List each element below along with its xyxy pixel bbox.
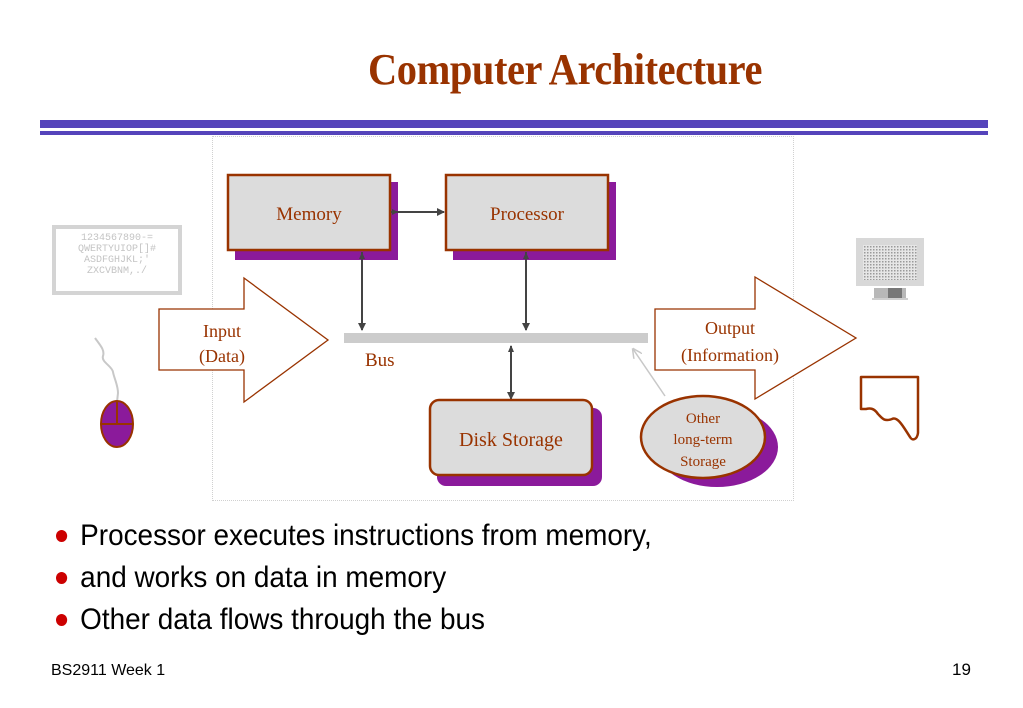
storage-bus-arrow xyxy=(633,349,666,397)
page-number: 19 xyxy=(952,660,971,679)
processor-label: Processor xyxy=(490,204,565,225)
other-storage-line: Storage xyxy=(680,454,726,470)
bullet-text: Other data flows through the bus xyxy=(80,603,485,636)
keyboard-icon: 1234567890-= QWERTYUIOP[]# ASDFGHJKL;' Z… xyxy=(52,225,182,295)
printer-paper-icon xyxy=(859,375,920,441)
output-sublabel: (Information) xyxy=(681,345,779,366)
output-arrow: Output (Information) xyxy=(654,275,858,401)
keyboard-row: ASDFGHJKL;' xyxy=(83,255,150,266)
keyboard-row: 1234567890-= xyxy=(80,233,153,244)
mouse-icon xyxy=(94,337,134,448)
bullet-text: and works on data in memory xyxy=(80,561,447,594)
arrowhead xyxy=(392,209,398,215)
memory-node: Memory xyxy=(226,173,398,260)
bullet-icon xyxy=(56,572,68,584)
bullet-text: Processor executes instructions from mem… xyxy=(80,519,652,552)
title-rule-thick xyxy=(40,120,988,128)
arrowhead xyxy=(523,252,529,259)
bullet-icon xyxy=(56,614,68,626)
input-arrow: Input (Data) xyxy=(158,276,330,404)
other-storage-line: long-term xyxy=(673,432,732,448)
bullet-icon xyxy=(56,530,68,542)
input-label: Input xyxy=(203,321,241,341)
memory-label: Memory xyxy=(276,204,342,225)
footer-course-label: BS2911 Week 1 xyxy=(51,662,166,679)
arrowhead xyxy=(508,345,514,352)
other-storage-node: Other long-term Storage xyxy=(639,394,778,487)
output-label: Output xyxy=(705,318,755,338)
bullet-list: Processor executes instructions from mem… xyxy=(56,515,652,641)
title-rule-thin xyxy=(40,131,988,135)
other-storage-line: Other xyxy=(686,411,720,427)
monitor-icon xyxy=(856,238,924,300)
bus-bar xyxy=(344,333,648,343)
disk-storage-label: Disk Storage xyxy=(459,429,563,451)
keyboard-row: QWERTYUIOP[]# xyxy=(77,244,156,255)
processor-node: Processor xyxy=(444,173,616,260)
bullet-item: Other data flows through the bus xyxy=(56,599,652,641)
slide-title: Computer Architecture xyxy=(368,45,762,94)
bus-label: Bus xyxy=(365,350,395,371)
keyboard-row: ZXCVBNM,./ xyxy=(86,266,147,277)
arrowhead xyxy=(359,252,365,259)
bullet-item: and works on data in memory xyxy=(56,557,652,599)
bullet-item: Processor executes instructions from mem… xyxy=(56,515,652,557)
disk-storage-node: Disk Storage xyxy=(428,398,602,486)
input-sublabel: (Data) xyxy=(199,346,245,367)
